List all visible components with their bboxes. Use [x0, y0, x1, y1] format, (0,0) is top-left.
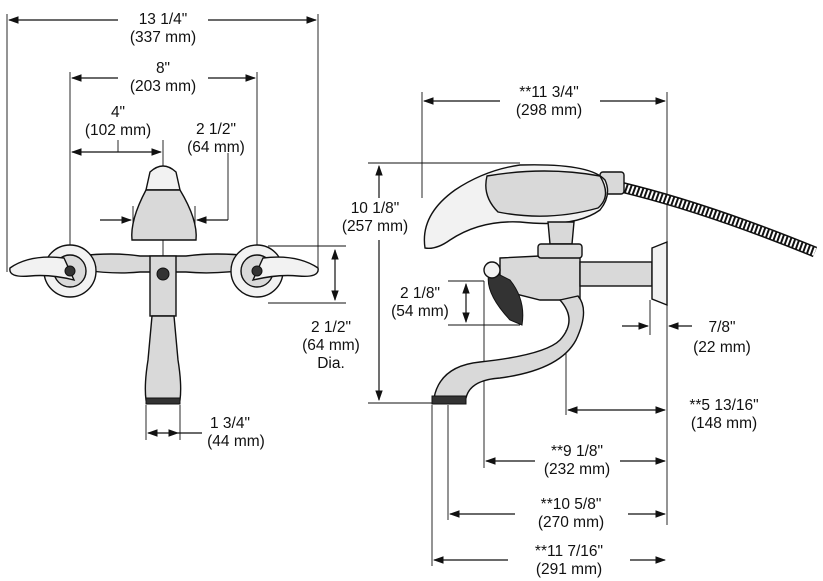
dim-label-height-in: 10 1/8": [351, 200, 400, 217]
diverter-body: [131, 189, 197, 241]
dim-label-reach-11-3-4-mm: (298 mm): [516, 102, 582, 119]
shower-cradle: [547, 221, 575, 245]
side-view: **11 3/4" (298 mm) 10 1/8" (257 mm) 2 1/…: [342, 84, 818, 578]
valve-collar: [537, 243, 583, 259]
center-knob: [156, 267, 170, 281]
dim-label-handle-height-mm: (54 mm): [391, 303, 449, 320]
dim-label-handle-dia-note: Dia.: [317, 355, 345, 372]
left-lever: [9, 256, 76, 282]
dim-label-flange-mm: (22 mm): [693, 339, 751, 356]
center-column: [149, 255, 177, 317]
dim-label-outlet-in: 1 3/4": [210, 415, 250, 432]
dim-label-reach-11-7-16-in: **11 7/16": [535, 543, 603, 560]
dim-label-center-8-in: 8": [156, 60, 170, 77]
dim-label-reach-10-5-8-in: **10 5/8": [541, 496, 602, 513]
dim-label-center-8-mm: (203 mm): [130, 78, 196, 95]
side-handle-lever: [487, 269, 524, 326]
front-view: 13 1/4" (337 mm) 8" (203 mm) 4" (102 mm)…: [6, 11, 360, 450]
side-spout-outlet: [431, 395, 467, 405]
dim-label-handle-dia-in: 2 1/2": [311, 319, 351, 336]
spout-outlet: [145, 397, 181, 405]
dim-label-reach-10-5-8-mm: (270 mm): [538, 514, 604, 531]
dim-label-spout-reach-in: **5 13/16": [689, 397, 758, 414]
dim-label-flange-in: 7/8": [708, 319, 735, 336]
dim-label-spout-width-mm: (64 mm): [187, 139, 245, 156]
dim-label-spout-reach-mm: (148 mm): [691, 415, 757, 432]
hose: [611, 181, 817, 256]
side-handle-cap: [483, 261, 501, 279]
dim-label-height-mm: (257 mm): [342, 218, 408, 235]
dim-label-reach-9-1-8-in: **9 1/8": [551, 443, 603, 460]
dim-label-reach-9-1-8-mm: (232 mm): [544, 461, 610, 478]
dim-label-handle-dia-mm: (64 mm): [302, 337, 360, 354]
dim-label-handle-height-in: 2 1/8": [400, 285, 440, 302]
dim-label-overall-width-mm: (337 mm): [130, 29, 196, 46]
dim-label-reach-11-7-16-mm: (291 mm): [536, 561, 602, 578]
dim-label-outlet-mm: (44 mm): [207, 433, 265, 450]
wall-arm: [579, 261, 653, 287]
diverter-cap: [145, 165, 181, 191]
dim-label-center-4-mm: (102 mm): [85, 122, 151, 139]
wall-flange: [651, 240, 668, 307]
right-lever: [251, 256, 319, 282]
hand-shower-handle: [485, 170, 607, 217]
dim-label-reach-11-3-4-in: **11 3/4": [519, 84, 579, 101]
dim-label-spout-width-in: 2 1/2": [196, 121, 236, 138]
dim-label-center-4-in: 4": [111, 104, 125, 121]
dim-label-overall-width-in: 13 1/4": [139, 11, 188, 28]
front-spout: [144, 315, 182, 401]
right-handle-screw: [251, 265, 263, 277]
left-handle-screw: [64, 265, 76, 277]
